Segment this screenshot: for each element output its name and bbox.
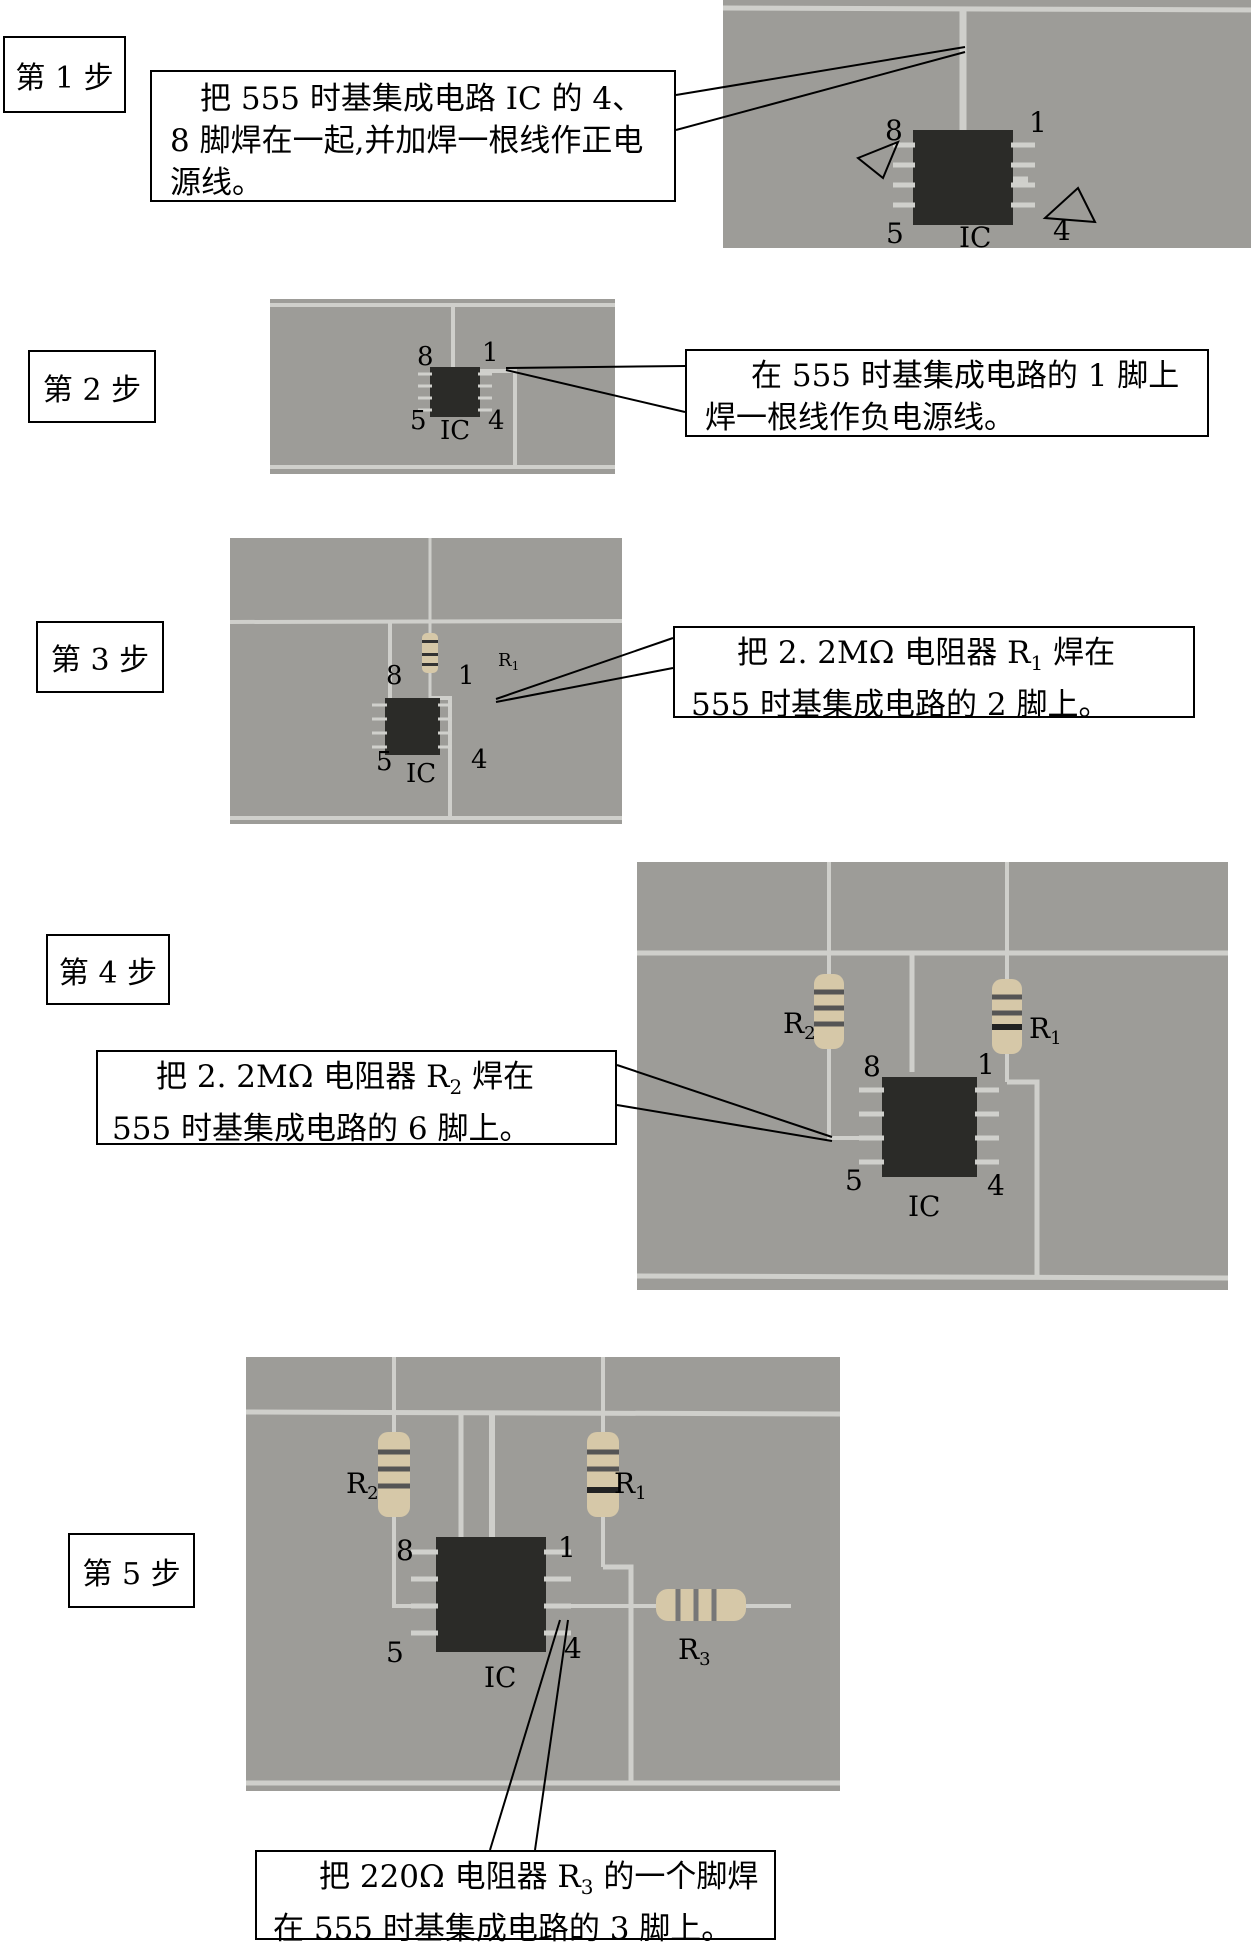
pin-4-label: 4	[488, 406, 505, 436]
step-5-instruction: 把 220Ω 电阻器 R3 的一个脚焊在 555 时基集成电路的 3 脚上。	[255, 1850, 776, 1947]
step-3-circuit-image: 8 1 5 4 IC R1	[230, 538, 622, 820]
r1-label: R1	[614, 1467, 647, 1504]
r2-label: R2	[346, 1467, 379, 1504]
step-3-label-text: 第 3 步	[50, 643, 150, 678]
ic-label: IC	[406, 759, 436, 789]
ic-label: IC	[959, 221, 991, 248]
step-4-label-text: 第 4 步	[58, 955, 158, 991]
pin-8-label: 8	[417, 342, 434, 372]
r1-label: R1	[498, 650, 519, 673]
step-3-photo: 8 1 5 4 IC R1	[230, 538, 622, 824]
step-4-label: 第 4 步	[46, 934, 170, 1005]
ic-label: IC	[908, 1190, 940, 1223]
r2-label: R2	[783, 1007, 816, 1044]
pin-5-label: 5	[886, 217, 904, 248]
pin-5-label: 5	[410, 406, 427, 436]
step-2-instruction: 在 555 时基集成电路的 1 脚上焊一根线作负电源线。	[685, 349, 1209, 437]
step-1-instruction-text: 把 555 时基集成电路 IC 的 4、8 脚焊在一起,并加焊一根线作正电源线。	[170, 81, 644, 201]
pin-1-label: 1	[977, 1048, 995, 1081]
step-5-circuit-image: 8 1 5 4 IC R2 R1 R3	[246, 1357, 840, 1786]
step-1-label-text: 第 1 步	[15, 60, 114, 96]
pin-8-label: 8	[863, 1050, 881, 1083]
step-2-label-text: 第 2 步	[42, 372, 142, 408]
resistor-r1	[992, 979, 1022, 1054]
pin-1-label: 1	[458, 661, 475, 691]
step-5-label: 第 5 步	[68, 1533, 195, 1608]
ic-chip	[882, 1077, 977, 1177]
pin-5-label: 5	[376, 747, 393, 777]
pin-4-label: 4	[987, 1169, 1005, 1202]
step-5-label-text: 第 5 步	[82, 1556, 181, 1592]
pin-8-label: 8	[386, 661, 403, 691]
pin-5-label: 5	[386, 1636, 404, 1669]
step-3-instruction: 把 2. 2MΩ 电阻器 R1 焊在 555 时基集成电路的 2 脚上。	[673, 626, 1195, 723]
step-4-instruction: 把 2. 2MΩ 电阻器 R2 焊在 555 时基集成电路的 6 脚上。	[96, 1050, 617, 1147]
ic-label: IC	[484, 1661, 516, 1694]
step-1-instruction: 把 555 时基集成电路 IC 的 4、8 脚焊在一起,并加焊一根线作正电源线。	[150, 70, 676, 202]
step-5-instruction-text: 把 220Ω 电阻器 R3 的一个脚焊在 555 时基集成电路的 3 脚上。	[273, 1859, 759, 1948]
ic-chip	[436, 1537, 546, 1652]
ic-label: IC	[440, 416, 470, 446]
step-5-photo: 8 1 5 4 IC R2 R1 R3	[246, 1357, 840, 1791]
ic-chip	[385, 698, 440, 755]
step-3-label: 第 3 步	[36, 621, 164, 693]
pin-1-label: 1	[558, 1531, 576, 1564]
pin-4-label: 4	[471, 745, 488, 775]
step-2-instruction-text: 在 555 时基集成电路的 1 脚上焊一根线作负电源线。	[705, 358, 1180, 436]
r3-label: R3	[678, 1633, 711, 1670]
pin-1-label: 1	[482, 338, 499, 368]
pin-5-label: 5	[845, 1164, 863, 1197]
step-2-circuit-image: 8 1 5 4 IC	[270, 303, 615, 469]
pin-4-label: 4	[1053, 214, 1071, 247]
ic-chip	[430, 367, 480, 417]
resistor-r2	[814, 974, 844, 1049]
pin-8-label: 8	[396, 1534, 414, 1567]
step-2-photo: 8 1 5 4 IC	[270, 299, 615, 474]
step-1-circuit-image: 8 1 5 4 IC	[723, 5, 1251, 248]
step-2-label: 第 2 步	[28, 350, 156, 423]
step-1-label: 第 1 步	[3, 36, 126, 113]
pin-8-label: 8	[885, 114, 903, 147]
step-4-photo: 8 1 5 4 IC R2 R1	[637, 862, 1228, 1290]
pin-4-marker-icon	[1042, 186, 1097, 224]
pin-1-label: 1	[1029, 106, 1047, 139]
step-4-circuit-image: 8 1 5 4 IC R2 R1	[637, 862, 1228, 1281]
step-4-instruction-text: 把 2. 2MΩ 电阻器 R2 焊在 555 时基集成电路的 6 脚上。	[112, 1059, 535, 1148]
step-1-photo: 8 1 5 4 IC	[723, 0, 1251, 248]
r1-label: R1	[1029, 1012, 1062, 1049]
resistor-r2	[378, 1432, 410, 1517]
pin-8-marker-icon	[856, 140, 900, 180]
pin-4-label: 4	[564, 1632, 582, 1665]
ic-chip	[913, 130, 1013, 225]
resistor-r3	[656, 1589, 746, 1621]
step-3-instruction-text: 把 2. 2MΩ 电阻器 R1 焊在 555 时基集成电路的 2 脚上。	[691, 635, 1116, 724]
